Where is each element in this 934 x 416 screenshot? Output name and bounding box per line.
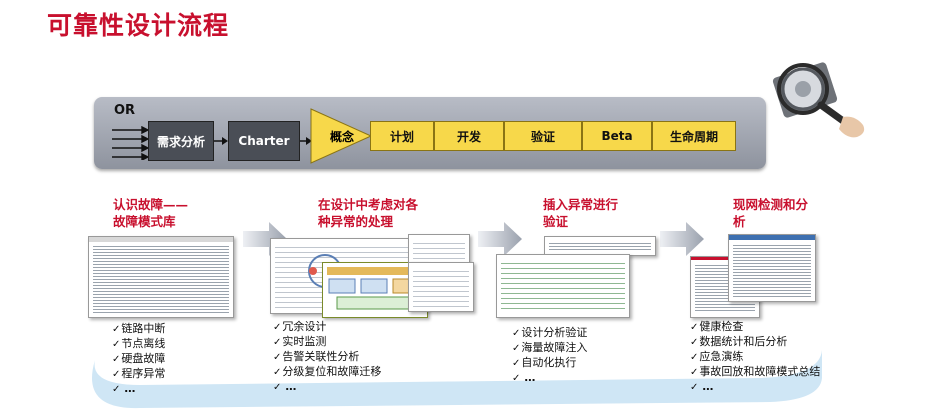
page-title: 可靠性设计流程 [47, 11, 230, 40]
column-title-fault-library: 认识故障—— 故障模式库 [113, 197, 189, 229]
concept-chevron-icon [310, 108, 372, 164]
list-item: 节点离线 [112, 337, 165, 352]
column-title-field-detection: 现网检测和分 析 [733, 197, 809, 229]
list-item: 健康检查 [690, 320, 820, 335]
list-item: 硬盘故障 [112, 352, 165, 367]
test-table-screenshot [544, 236, 656, 256]
magnifier-hard-disk-icon [772, 62, 865, 138]
list-item-more: … [690, 380, 820, 395]
stage-beta: Beta [582, 121, 652, 151]
topology-screenshot [408, 262, 474, 312]
list-item-more: … [512, 371, 587, 386]
fault-injection-list: 设计分析验证 海量故障注入 自动化执行 … [512, 326, 587, 386]
design-handling-list: 冗余设计 实时监测 告警关联性分析 分级复位和故障迁移 … [273, 320, 381, 395]
column-title-design-handling: 在设计中考虑对各 种异常的处理 [318, 197, 419, 229]
list-item: 自动化执行 [512, 356, 587, 371]
field-detection-list: 健康检查 数据统计和后分析 应急演练 事故回放和故障模式总结 … [690, 320, 820, 395]
arrow-right-icon [300, 137, 312, 145]
list-item: 设计分析验证 [512, 326, 587, 341]
list-item: 链路中断 [112, 322, 165, 337]
list-item: 事故回放和故障模式总结 [690, 365, 820, 380]
requirements-box: 需求分析 [148, 121, 214, 161]
list-item: 应急演练 [690, 350, 820, 365]
or-label: OR [114, 103, 136, 118]
input-arrows-icon [112, 126, 148, 160]
stage-develop: 开发 [434, 121, 504, 151]
stage-verify: 验证 [504, 121, 582, 151]
column-title-fault-injection: 插入异常进行 验证 [543, 197, 619, 229]
fault-injection-code-screenshot [496, 254, 630, 318]
statistics-window-screenshot [728, 234, 816, 302]
flow-arrow-icon [478, 222, 522, 256]
stage-concept: 概念 [329, 129, 354, 144]
list-item: 海量故障注入 [512, 341, 587, 356]
list-item: 程序异常 [112, 367, 165, 382]
fault-library-list: 链路中断 节点离线 硬盘故障 程序异常 … [112, 322, 165, 397]
list-item: 数据统计和后分析 [690, 335, 820, 350]
list-item-more: … [112, 382, 165, 397]
list-item: 实时监测 [273, 335, 381, 350]
list-item: 冗余设计 [273, 320, 381, 335]
list-item-more: … [273, 380, 381, 395]
stage-plan: 计划 [370, 121, 434, 151]
list-item: 告警关联性分析 [273, 350, 381, 365]
fault-library-screenshot [88, 236, 234, 318]
list-item: 分级复位和故障迁移 [273, 365, 381, 380]
flow-arrow-icon [660, 222, 704, 256]
stage-lifecycle: 生命周期 [652, 121, 736, 151]
charter-box: Charter [228, 121, 300, 161]
arrow-right-icon [214, 137, 228, 145]
